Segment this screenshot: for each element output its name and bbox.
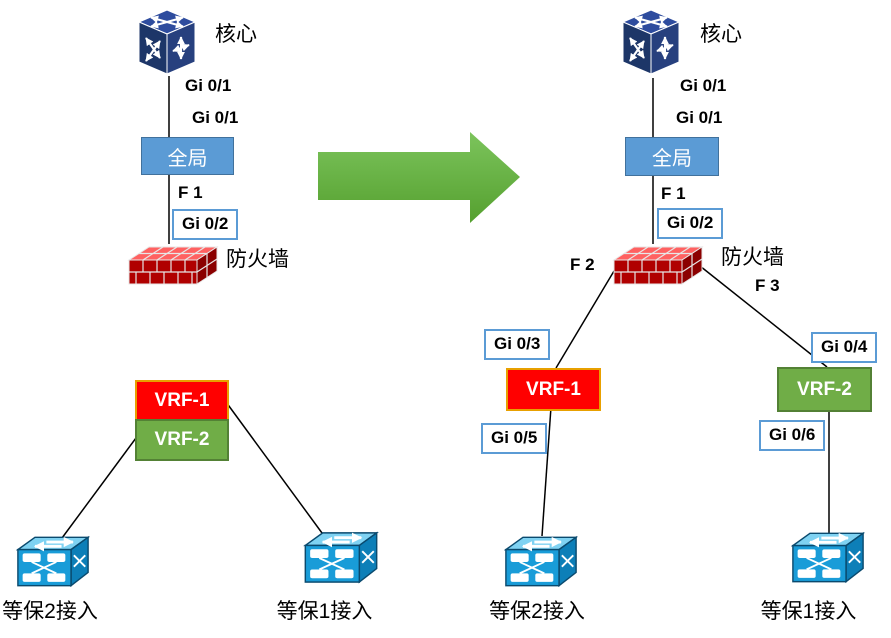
- access2-label: 等保2接入: [2, 600, 98, 623]
- vrf1-box: VRF-1: [506, 368, 601, 411]
- access1-label: 等保1接入: [276, 600, 373, 623]
- gi03-port-box: Gi 0/3: [484, 329, 551, 360]
- core-port-label: Gi 0/1: [185, 76, 232, 95]
- core-router-icon: [135, 8, 199, 78]
- access-switch-icon: [16, 534, 90, 588]
- gi02-port-box: Gi 0/2: [172, 209, 239, 240]
- f1-port-label: F 1: [178, 183, 203, 202]
- access1-label: 等保1接入: [760, 600, 857, 623]
- core-router-icon: [619, 8, 683, 78]
- transform-arrow-icon: [318, 132, 520, 223]
- f3-port-label: F 3: [755, 276, 780, 295]
- f1-port-label: F 1: [661, 184, 686, 203]
- link-vrf1-access1-left: [225, 401, 323, 534]
- f2-port-label: F 2: [570, 255, 595, 274]
- vrf2-box: VRF-2: [135, 419, 229, 461]
- firewall-label: 防火墙: [721, 246, 784, 269]
- link-vrf1-access2-right: [541, 406, 552, 537]
- gi05-port-box: Gi 0/5: [481, 423, 548, 454]
- global-port-label: Gi 0/1: [676, 108, 723, 127]
- firewall-icon: [612, 242, 704, 286]
- firewall-label: 防火墙: [226, 248, 289, 271]
- global-switch-box: 全局: [625, 137, 719, 176]
- access-switch-icon: [504, 534, 578, 588]
- core-label: 核心: [215, 23, 257, 46]
- vrf2-box: VRF-2: [777, 367, 872, 412]
- link-firewall-vrf2-right: [699, 265, 828, 368]
- vrf1-box: VRF-1: [135, 380, 229, 422]
- link-firewall-vrf1-right: [555, 265, 618, 369]
- gi04-port-box: Gi 0/4: [811, 332, 878, 363]
- access-switch-icon: [303, 530, 379, 584]
- core-label: 核心: [700, 23, 742, 46]
- gi06-port-box: Gi 0/6: [759, 420, 826, 451]
- global-port-label: Gi 0/1: [192, 108, 239, 127]
- link-vrf2-access2-left: [61, 437, 137, 539]
- global-switch-box: 全局: [141, 137, 234, 175]
- access2-label: 等保2接入: [489, 600, 585, 623]
- core-port-label: Gi 0/1: [680, 76, 727, 95]
- firewall-icon: [127, 242, 219, 286]
- gi02-port-box: Gi 0/2: [657, 208, 724, 239]
- access-switch-icon: [791, 530, 865, 584]
